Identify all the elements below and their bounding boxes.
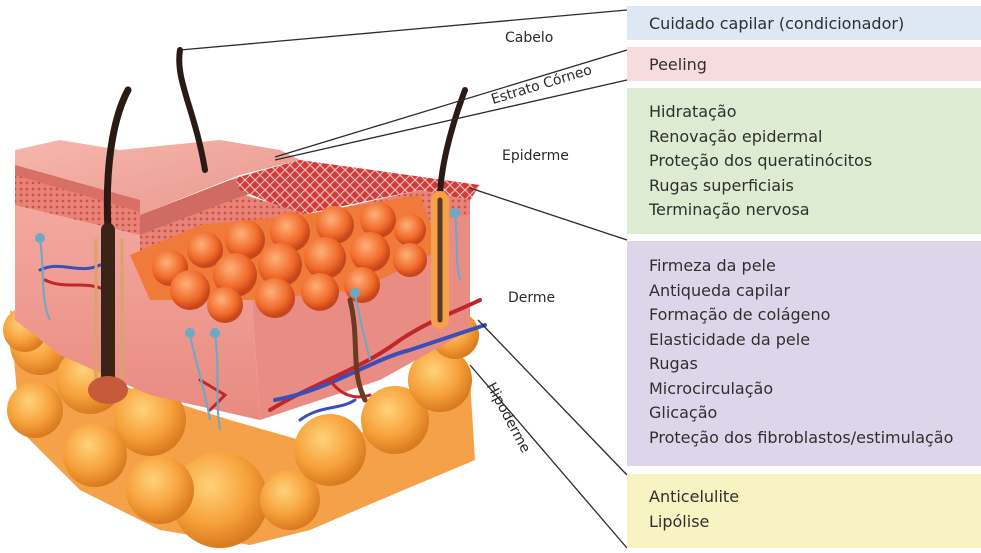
label-derme: Derme <box>508 290 555 306</box>
panel-item: Firmeza da pele <box>649 254 981 279</box>
panel-item: Anticelulite <box>649 485 981 510</box>
panel-item: Formação de colágeno <box>649 303 981 328</box>
panel-item: Peeling <box>649 53 981 78</box>
panel-item: Terminação nervosa <box>649 198 981 223</box>
panel-item: Antiqueda capilar <box>649 279 981 304</box>
label-epiderme: Epiderme <box>502 148 569 164</box>
panel-item: Proteção dos queratinócitos <box>649 149 981 174</box>
panel-item: Rugas <box>649 352 981 377</box>
panel-item: Rugas superficiais <box>649 174 981 199</box>
panel-item: Lipólise <box>649 510 981 535</box>
panel-item: Renovação epidermal <box>649 125 981 150</box>
panel-item: Cuidado capilar (condicionador) <box>649 12 981 37</box>
panel-item: Glicação <box>649 401 981 426</box>
panel-derme: Firmeza da pele Antiqueda capilar Formaç… <box>627 241 981 466</box>
label-cabelo: Cabelo <box>505 30 553 46</box>
panel-epiderme: Hidratação Renovação epidermal Proteção … <box>627 88 981 234</box>
panel-item: Elasticidade da pele <box>649 328 981 353</box>
panel-item: Microcirculação <box>649 377 981 402</box>
panel-item: Proteção dos fibroblastos/estimulação <box>649 426 981 451</box>
panel-cabelo: Cuidado capilar (condicionador) <box>627 6 981 40</box>
panel-item: Hidratação <box>649 100 981 125</box>
panel-estrato-corneo: Peeling <box>627 47 981 81</box>
panel-hipoderme: Anticelulite Lipólise <box>627 474 981 548</box>
